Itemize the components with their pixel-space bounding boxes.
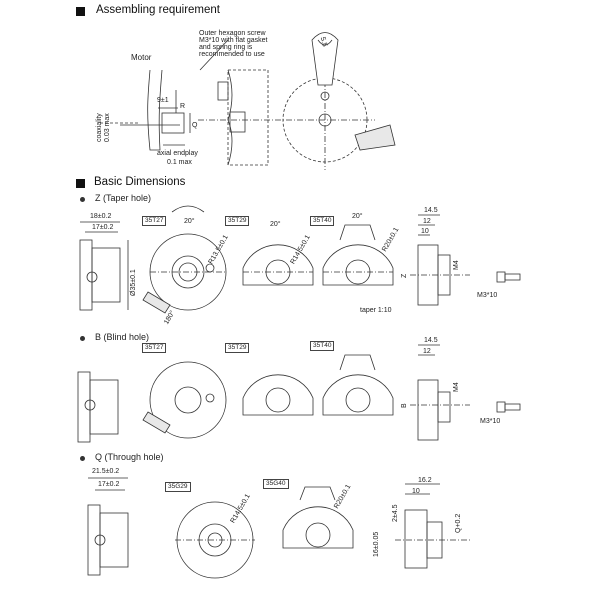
variant-bullet <box>80 456 85 461</box>
z-side-12: 12 <box>423 218 431 225</box>
q-q-label: Q+0.2 <box>455 513 462 533</box>
z-dim-35: Ø35±0.1 <box>130 269 137 296</box>
z-dim-18: 18±0.2 <box>90 213 112 220</box>
z-dim-17: 17±0.2 <box>92 224 114 231</box>
z-screw <box>496 271 521 283</box>
q-side-10: 10 <box>412 488 420 495</box>
screw-note-line3: and spring ring is <box>199 44 253 51</box>
q-side-16-2: 16.2 <box>418 477 432 484</box>
z-side-14-5: 14.5 <box>424 207 438 214</box>
z-angle-3: 20° <box>352 213 363 220</box>
z-detail-side <box>410 214 470 306</box>
z-type-35T27: 35T27 <box>142 216 167 226</box>
z-m4-label: M4 <box>453 260 460 270</box>
endplay-label: axial endplay <box>157 150 198 157</box>
q-dim-16: 16±0.05 <box>373 531 380 557</box>
b-type-35T29: 35T29 <box>225 343 250 353</box>
assembly-front-view <box>275 32 396 170</box>
screw-note-line4: recommended to use <box>199 51 265 58</box>
b-front-35T27 <box>142 361 227 439</box>
variant-bullet <box>80 336 85 341</box>
variant-b-label: B (Blind hole) <box>95 332 150 342</box>
screw-note-line2: M3*10 with flat gasket <box>199 37 268 44</box>
q-type-35G40: 35G40 <box>263 479 289 489</box>
z-side-10: 10 <box>421 228 429 235</box>
z-type-35T40: 35T40 <box>310 216 335 226</box>
endplay-value: 0.1 max <box>167 159 192 166</box>
variant-z-label: Z (Taper hole) <box>95 193 152 203</box>
z-angle-1: 20° <box>184 218 195 225</box>
z-type-35T29: 35T29 <box>225 216 250 226</box>
q-front-35G40 <box>282 486 354 549</box>
coaxiality-value: 0.03 max <box>104 113 111 142</box>
variant-bullet <box>80 197 85 202</box>
q-front-35G29 <box>175 501 255 579</box>
q-side-view <box>87 477 129 576</box>
b-front-35T29 <box>242 374 314 416</box>
b-detail-side <box>410 344 470 441</box>
z-screw-label: M3*10 <box>477 292 498 299</box>
b-b-label: B <box>401 403 408 408</box>
q-detail-side <box>395 483 470 569</box>
assembly-side-view <box>100 69 191 151</box>
motor-label: Motor <box>131 53 152 62</box>
b-screw-label: M3*10 <box>480 418 501 425</box>
dim-9: 9±1 <box>157 97 169 104</box>
z-front-35T40 <box>322 224 394 286</box>
z-taper-label: taper 1:10 <box>360 307 392 314</box>
b-type-35T40: 35T40 <box>310 341 335 351</box>
b-screw <box>496 401 521 413</box>
z-front-35T29 <box>242 244 314 286</box>
assembling-title: Assembling requirement <box>96 4 221 16</box>
b-type-35T27: 35T27 <box>142 343 167 353</box>
z-angle-2: 20° <box>270 221 281 228</box>
dim-q: Q <box>192 122 198 129</box>
section-bullet <box>76 179 85 188</box>
variant-q-label: Q (Through hole) <box>95 452 164 462</box>
b-side-14-5: 14.5 <box>424 337 438 344</box>
coaxiality-label: coaxiality <box>96 113 103 142</box>
z-side-view <box>79 221 129 311</box>
z-z-label: Z <box>401 273 408 278</box>
screw-note-line1: Outer hexagon screw <box>199 30 266 37</box>
b-side-view <box>77 371 119 443</box>
section-bullet <box>76 7 85 16</box>
basic-dimensions-title: Basic Dimensions <box>94 176 186 188</box>
assembly-encoder-side <box>198 39 275 166</box>
b-m4-label: M4 <box>453 382 460 392</box>
q-dim-2-4-5: 2±4.5 <box>392 504 399 522</box>
q-dim-17: 17±0.2 <box>98 481 120 488</box>
dim-r: R <box>180 103 186 110</box>
q-type-35G29: 35G29 <box>165 482 191 492</box>
b-side-12: 12 <box>423 348 431 355</box>
b-front-35T40 <box>322 354 394 416</box>
q-dim-215: 21.5±0.2 <box>92 468 120 475</box>
z-front-35T27 <box>142 205 227 314</box>
